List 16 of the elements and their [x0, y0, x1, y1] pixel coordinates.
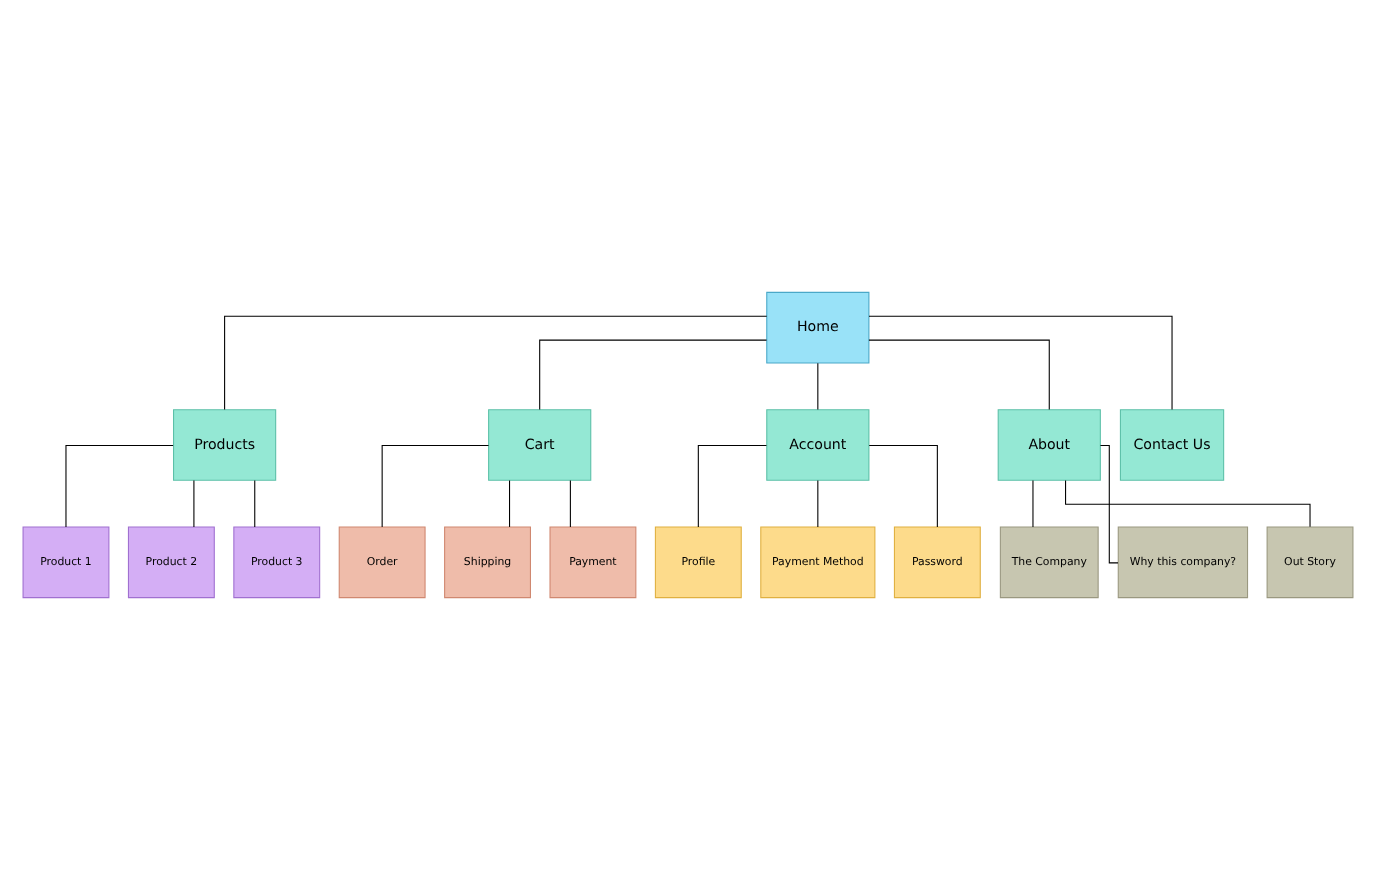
connector [508, 479, 510, 527]
connector [1031, 479, 1033, 527]
connector [696, 444, 766, 527]
connector [223, 314, 767, 410]
connector [816, 361, 818, 410]
connector [867, 338, 1049, 410]
connector [538, 338, 767, 410]
connector [568, 479, 570, 527]
connector [816, 479, 818, 527]
connector [380, 444, 489, 527]
connector [253, 479, 255, 527]
connector [867, 444, 937, 527]
connector [64, 444, 173, 527]
connector [867, 314, 1172, 410]
connector [1098, 444, 1118, 563]
connector [192, 479, 194, 527]
